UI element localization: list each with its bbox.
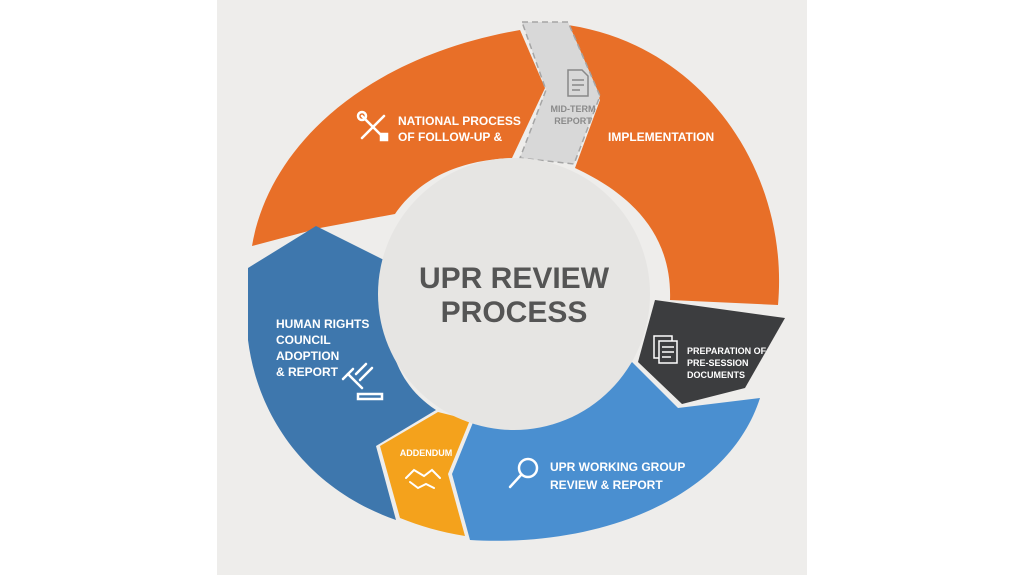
segment-mid-term-report bbox=[518, 21, 601, 165]
hrc-label-line-4: & REPORT bbox=[276, 365, 339, 379]
implementation-label: IMPLEMENTATION bbox=[608, 130, 714, 144]
segment-implementation bbox=[560, 24, 780, 305]
handshake-icon bbox=[405, 468, 441, 490]
segment-hrc-adoption bbox=[248, 226, 436, 520]
working-label-line-1: UPR WORKING GROUP bbox=[550, 460, 685, 474]
national-label-line-1: NATIONAL PROCESS bbox=[398, 114, 521, 128]
hrc-label-line-3: ADOPTION bbox=[276, 349, 339, 363]
gavel-icon bbox=[341, 362, 384, 401]
segment-addendum bbox=[380, 412, 470, 536]
presession-label-line-2: PRE-SESSION bbox=[687, 358, 749, 368]
documents-icon bbox=[653, 335, 678, 364]
segment-working-group bbox=[452, 362, 760, 541]
center-circle bbox=[378, 158, 650, 430]
midterm-label-line-2: REPORT bbox=[554, 116, 592, 126]
addendum-label: ADDENDUM bbox=[400, 448, 453, 458]
segment-pre-session-documents bbox=[638, 300, 785, 404]
segment-national-follow-up bbox=[252, 30, 545, 246]
midterm-label-line-1: MID-TERM bbox=[551, 104, 596, 114]
document-icon bbox=[567, 69, 589, 97]
center-title-line-1: UPR REVIEW bbox=[419, 262, 610, 295]
working-label-line-2: REVIEW & REPORT bbox=[550, 478, 663, 492]
magnifier-icon bbox=[508, 457, 539, 489]
presession-label-line-1: PREPARATION OF bbox=[687, 346, 767, 356]
tools-icon bbox=[356, 110, 389, 142]
hrc-label-line-1: HUMAN RIGHTS bbox=[276, 317, 369, 331]
hrc-label-line-2: COUNCIL bbox=[276, 333, 331, 347]
center-title-line-2: PROCESS bbox=[441, 296, 588, 329]
national-label-line-2: OF FOLLOW-UP & bbox=[398, 130, 503, 144]
presession-label-line-3: DOCUMENTS bbox=[687, 370, 745, 380]
